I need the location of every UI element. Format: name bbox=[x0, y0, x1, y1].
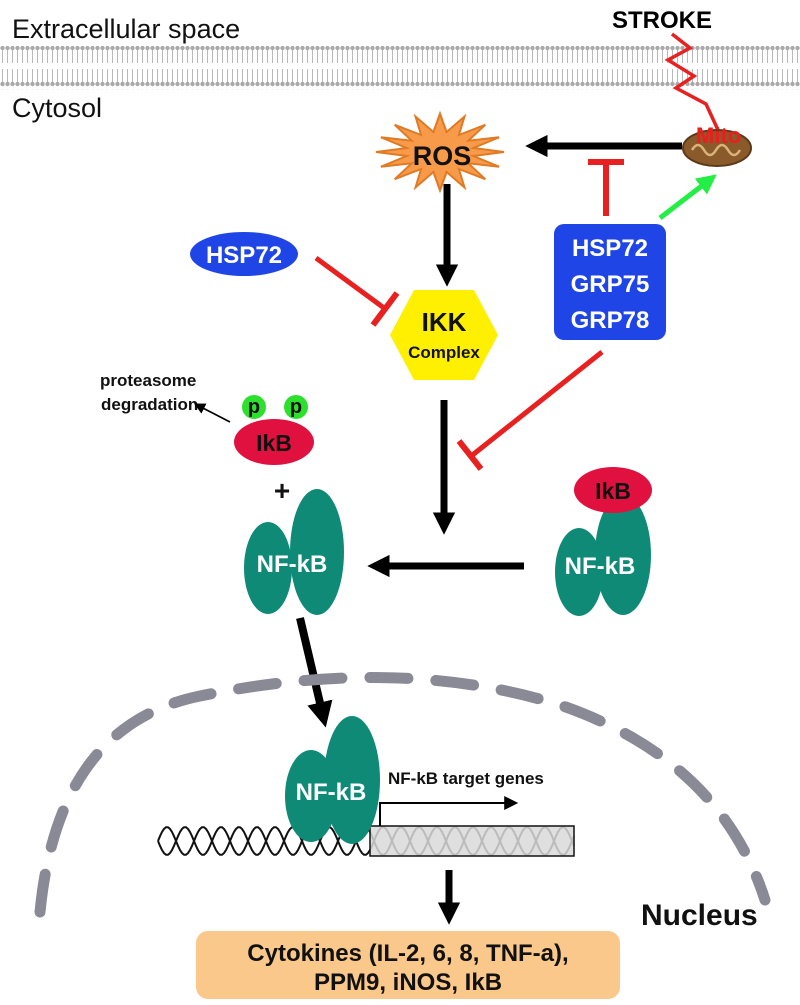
proteasome-label: proteasome bbox=[100, 371, 196, 390]
stroke-label: STROKE bbox=[612, 7, 712, 34]
nfkb-nuclear bbox=[285, 716, 380, 844]
chaperone-inhibit-ikk-bar bbox=[456, 439, 484, 471]
hsp72-oval-label: HSP72 bbox=[206, 242, 282, 269]
ikk-complex-label: Complex bbox=[408, 343, 480, 362]
chaperones-box bbox=[554, 224, 666, 340]
output-genes-box bbox=[196, 931, 620, 999]
nfkb-ikb-complex bbox=[555, 495, 651, 616]
ros-label: ROS bbox=[413, 141, 472, 171]
phospho-ikb-label: IkB bbox=[256, 430, 292, 456]
chaperone-grp75-label: GRP75 bbox=[571, 271, 650, 298]
cytosol-label: Cytosol bbox=[12, 93, 102, 123]
transcription-start-arrow bbox=[379, 796, 519, 826]
phospho-label-1: p bbox=[248, 396, 260, 418]
output-line-2: PPM9, iNOS, IkB bbox=[314, 969, 502, 996]
target-gene-region bbox=[369, 825, 575, 857]
nfkb-free bbox=[244, 489, 344, 615]
cell-membrane bbox=[0, 46, 800, 90]
ikk-label: IKK bbox=[422, 307, 467, 337]
chaperone-to-mito-arrow bbox=[658, 174, 717, 220]
stroke-lightning-bolt bbox=[664, 32, 720, 131]
nuclear-envelope bbox=[34, 672, 771, 918]
ros-burst bbox=[375, 110, 505, 194]
ikk-complex-hexagon bbox=[390, 290, 498, 380]
degradation-label: degradation bbox=[101, 395, 198, 414]
mito-label: Mito bbox=[696, 123, 741, 148]
extracellular-space-label: Extracellular space bbox=[12, 14, 240, 44]
phospho-ikb bbox=[234, 419, 314, 465]
complex-nfkb-label: NF-kB bbox=[565, 553, 636, 580]
output-line-1: Cytokines (IL-2, 6, 8, TNF-a), bbox=[247, 940, 568, 967]
nucleus-label: Nucleus bbox=[641, 899, 758, 932]
nfkb-free-label: NF-kB bbox=[257, 551, 328, 578]
phospho-group-1 bbox=[242, 395, 266, 419]
chaperone-inhibit-ikk-line bbox=[468, 350, 604, 459]
complex-ikb-label: IkB bbox=[595, 478, 631, 504]
nfkb-nuclear-label: NF-kB bbox=[296, 779, 367, 806]
chaperone-hsp72-label: HSP72 bbox=[572, 235, 648, 262]
target-genes-label: NF-kB target genes bbox=[388, 769, 544, 788]
hsp72-oval bbox=[190, 232, 298, 276]
plus-sign: + bbox=[274, 475, 290, 506]
phospho-label-2: p bbox=[290, 396, 302, 418]
phospho-group-2 bbox=[284, 395, 308, 419]
degradation-arrow bbox=[194, 403, 231, 423]
complex-ikb bbox=[574, 467, 652, 513]
hsp72-inhibit-ikk-bar bbox=[370, 291, 400, 327]
hsp72-inhibit-ikk-line bbox=[314, 255, 386, 311]
chaperone-grp78-label: GRP78 bbox=[571, 307, 650, 334]
nuclear-translocation-arrow bbox=[296, 617, 333, 728]
mitochondrion-icon bbox=[682, 129, 752, 167]
